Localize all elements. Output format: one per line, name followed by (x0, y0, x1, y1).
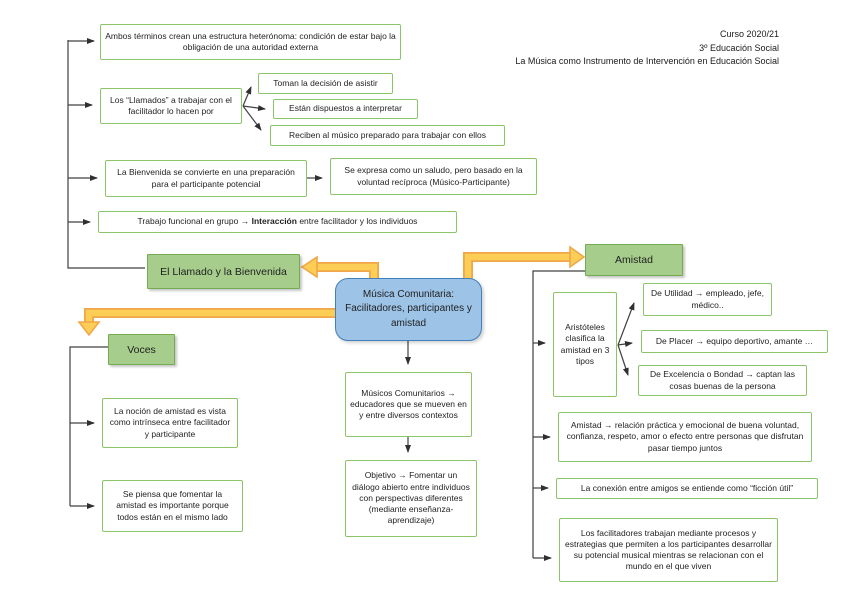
topic-amistad: Amistad (585, 244, 683, 276)
node-trabajo-text: Trabajo funcional en grupo → Interacción… (138, 216, 418, 227)
node-piensa-text: Se piensa que fomentar la amistad es imp… (116, 489, 229, 522)
topic-amistad-text: Amistad (615, 254, 653, 266)
arrow-llamados-reciben (242, 105, 262, 131)
node-musicos-text: Músicos Comunitarios → educadores que se… (350, 387, 467, 421)
node-trabajo-pre: Trabajo funcional en grupo → (137, 216, 252, 227)
node-amistad-placer: De Placer → equipo deportivo, amante … (641, 330, 828, 353)
yellow-arrow-hub-to-voces (77, 308, 336, 337)
node-toman-text: Toman la decisión de asistir (273, 77, 378, 88)
node-nocion-amistad: La noción de amistad es vista como intrí… (102, 398, 238, 448)
node-dispuestos-text: Están dispuestos a interpretar (289, 103, 402, 114)
header-subject: La Música como Instrumento de Intervenci… (515, 56, 779, 66)
document-header: Curso 2020/21 3º Educación Social La Mús… (515, 28, 779, 69)
node-amistad-definicion: Amistad → relación práctica y emocional … (558, 412, 812, 462)
node-heteronoma: Ambos términos crean una estructura hete… (100, 24, 401, 60)
node-saludo: Se expresa como un saludo, pero basado e… (330, 158, 537, 195)
arrow-llamados-toman (242, 86, 252, 107)
topic-llamado-text: El Llamado y la Bienvenida (160, 265, 287, 278)
hub-text: Música Comunitaria: Facilitadores, parti… (345, 288, 472, 329)
node-aristoteles-text: Aristóteles clasifica la amistad en 3 ti… (560, 322, 610, 366)
node-utilidad-text: De Utilidad → empleado, jefe, médico.. (651, 288, 764, 310)
node-trabajo-funcional: Trabajo funcional en grupo → Interacción… (98, 211, 457, 233)
node-bienvenida-preparacion: La Bienvenida se convierte en una prepar… (105, 160, 307, 197)
arrow-aristoteles-utilidad (617, 302, 635, 346)
arrow-aristoteles-excelencia (617, 344, 629, 376)
node-reciben-musico: Reciben al músico preparado para trabaja… (270, 125, 505, 146)
arrow-aristoteles-placer (617, 341, 633, 347)
node-trabajo-bold: Interacción (251, 216, 297, 227)
node-bienvenida-text: La Bienvenida se convierte en una prepar… (117, 167, 295, 189)
node-nocion-text: La noción de amistad es vista como intrí… (109, 406, 231, 439)
node-placer-text: De Placer → equipo deportivo, amante … (655, 335, 814, 346)
node-objetivo-text: Objetivo → Fomentar un diálogo abierto e… (352, 470, 470, 526)
node-excelencia-text: De Excelencia o Bondad → captan las cosa… (649, 369, 796, 391)
node-aristoteles: Aristóteles clasifica la amistad en 3 ti… (553, 292, 617, 397)
yellow-arrow-hub-to-amistad (463, 245, 586, 282)
topic-voces: Voces (108, 334, 175, 365)
header-course: Curso 2020/21 (719, 29, 779, 39)
node-heteronoma-text: Ambos términos crean una estructura hete… (105, 30, 396, 52)
node-amistad-utilidad: De Utilidad → empleado, jefe, médico.. (643, 283, 772, 316)
node-dispuestos: Están dispuestos a interpretar (273, 99, 418, 119)
node-amistad-def-text: Amistad → relación práctica y emocional … (566, 420, 804, 453)
node-reciben-text: Reciben al músico preparado para trabaja… (288, 129, 487, 140)
node-conexion-ficcion-util: La conexión entre amigos se entiende com… (556, 478, 818, 499)
node-llamados: Los “Llamados” a trabajar con el facilit… (100, 88, 242, 124)
spine-llamado-bracket (67, 40, 145, 269)
node-facilitadores-procesos: Los facilitadores trabajan mediante proc… (559, 518, 778, 582)
node-fomentar-amistad: Se piensa que fomentar la amistad es imp… (102, 480, 243, 532)
node-toman-decision: Toman la decisión de asistir (258, 73, 393, 94)
node-amistad-excelencia: De Excelencia o Bondad → captan las cosa… (638, 365, 807, 396)
node-facilitadores-text: Los facilitadores trabajan mediante proc… (565, 527, 772, 572)
header-grade: 3º Educación Social (699, 42, 779, 53)
topic-voces-text: Voces (127, 343, 156, 356)
topic-el-llamado-y-la-bienvenida: El Llamado y la Bienvenida (147, 254, 300, 289)
hub-musica-comunitaria: Música Comunitaria: Facilitadores, parti… (335, 278, 482, 341)
node-trabajo-post: entre facilitador y los individuos (296, 216, 418, 227)
node-saludo-text: Se expresa como un saludo, pero basado e… (344, 165, 523, 187)
arrow-llamados-dispuestos (242, 105, 266, 112)
node-objetivo: Objetivo → Fomentar un diálogo abierto e… (345, 460, 477, 537)
node-llamados-text: Los “Llamados” a trabajar con el facilit… (110, 94, 232, 116)
node-musicos-comunitarios: Músicos Comunitarios → educadores que se… (345, 372, 472, 437)
node-conexion-text: La conexión entre amigos se entiende com… (580, 482, 794, 493)
